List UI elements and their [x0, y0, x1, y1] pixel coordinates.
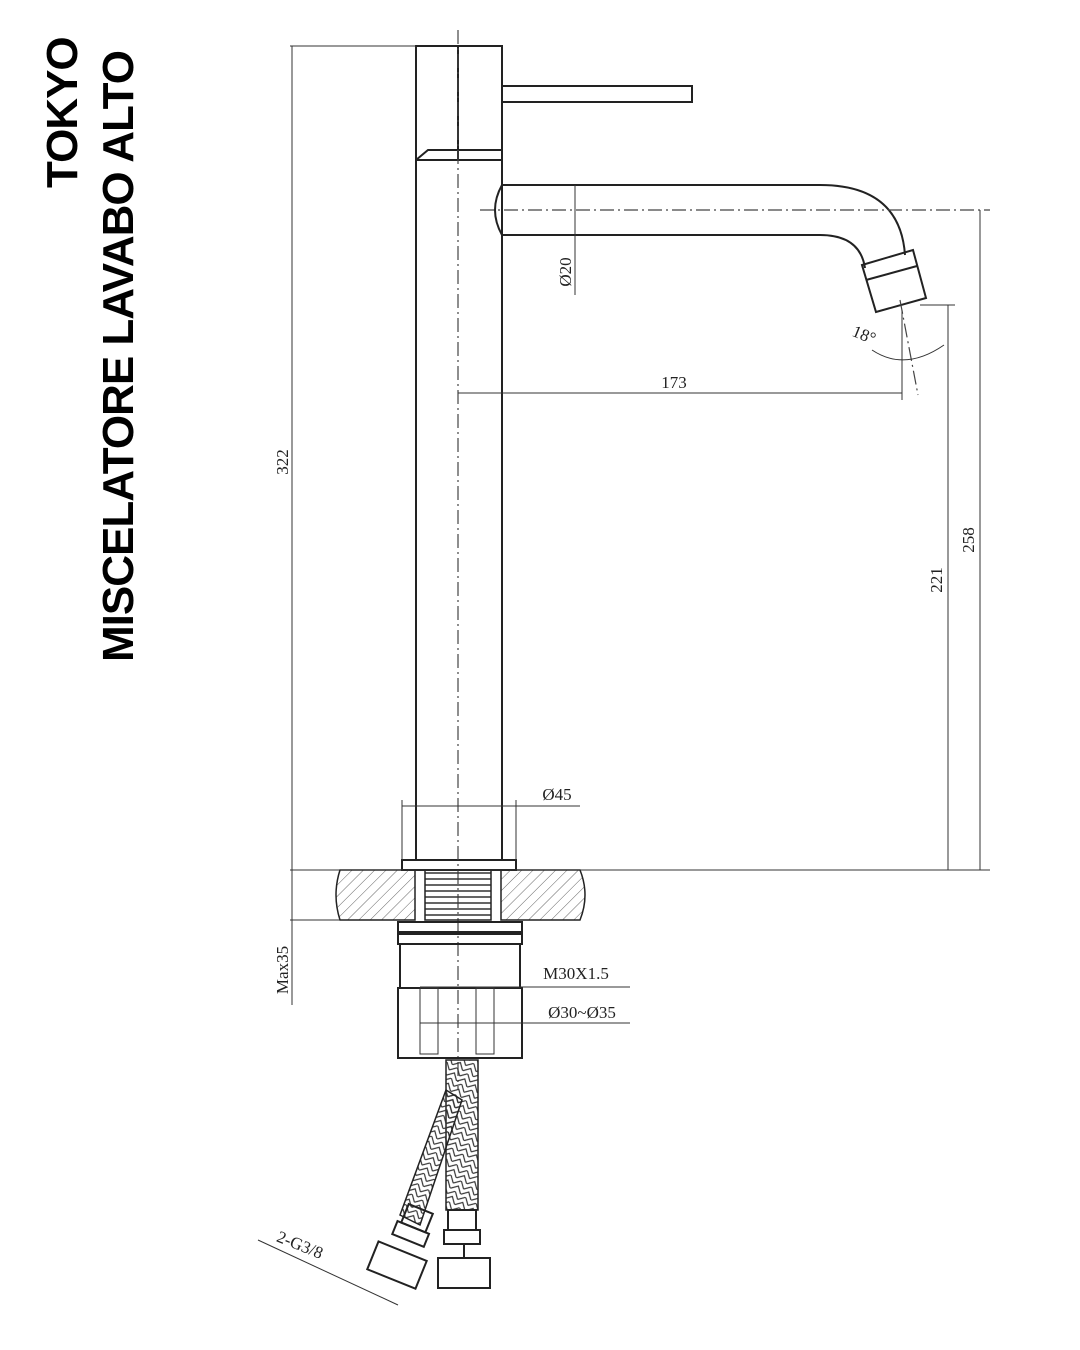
countertop-left — [335, 869, 416, 921]
threaded-shank — [424, 869, 492, 921]
base-flange — [401, 859, 517, 871]
label-hose-connection: 2-G3/8 — [274, 1227, 326, 1263]
nut-slot-right — [475, 987, 495, 1055]
handle-bevel — [415, 149, 502, 161]
label-thread: M30X1.5 — [543, 964, 609, 983]
aerator-ring — [865, 265, 918, 281]
nut-slot-left — [419, 987, 439, 1055]
label-spout-diameter: Ø20 — [556, 257, 575, 286]
dim-hose-leader — [257, 1239, 399, 1306]
nut-collar — [399, 943, 521, 989]
supply-hoses — [365, 1059, 491, 1291]
main-column — [415, 159, 503, 861]
lever-handle — [501, 85, 693, 103]
washer — [397, 921, 523, 933]
gasket — [397, 933, 523, 945]
mounting-hardware — [397, 921, 523, 1059]
aerator — [860, 248, 928, 314]
label-total-height: 322 — [273, 449, 292, 475]
hose-right-nut — [437, 1257, 491, 1289]
countertop-right — [500, 869, 586, 921]
hose-left-collar — [390, 1219, 431, 1249]
spout-bottom-edge — [502, 234, 866, 269]
label-spout-reach: 173 — [661, 373, 687, 392]
hose-left — [399, 1088, 463, 1227]
hose-right-ferrule — [447, 1209, 477, 1231]
faucet-body — [401, 45, 693, 871]
label-outlet-height: 221 — [927, 567, 946, 593]
hose-left-connector — [365, 1202, 435, 1291]
hose-left-nut — [365, 1240, 429, 1291]
spout — [494, 184, 928, 314]
label-hole-diameter: Ø30~Ø35 — [548, 1003, 616, 1022]
countertop-section — [290, 869, 990, 921]
spout-joint — [494, 184, 503, 236]
label-max-deck: Max35 — [273, 946, 292, 994]
dimension-lines — [257, 45, 981, 1306]
dim-angle-arc — [871, 344, 945, 361]
label-spout-height: 258 — [959, 527, 978, 553]
label-outlet-angle: 18° — [849, 322, 878, 349]
hose-right — [445, 1059, 479, 1211]
outlet-axis — [899, 299, 919, 396]
hose-right-collar — [443, 1229, 481, 1245]
label-body-diameter: Ø45 — [542, 785, 571, 804]
spout-top-edge — [502, 184, 906, 256]
